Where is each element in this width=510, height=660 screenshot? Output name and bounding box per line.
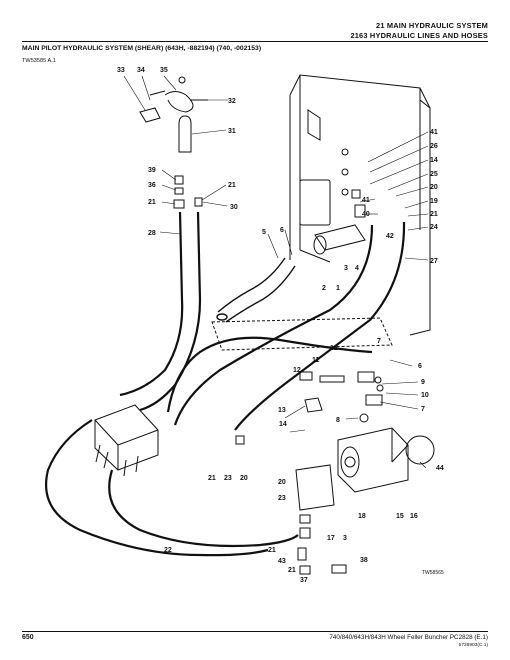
callout-23b: 23 xyxy=(278,495,286,502)
hose-loop xyxy=(44,336,373,557)
hose-27 xyxy=(173,221,406,431)
leader-lines xyxy=(123,75,429,469)
callout-2: 2 xyxy=(322,285,326,292)
callout-21c: 21 xyxy=(430,211,438,218)
callout-13: 13 xyxy=(278,407,286,414)
frame-bracket xyxy=(289,74,431,336)
callout-37: 37 xyxy=(300,577,308,584)
callout-42: 42 xyxy=(386,233,394,240)
callout-4: 4 xyxy=(355,265,359,272)
callout-21d: 21 xyxy=(208,475,216,482)
header-rule xyxy=(22,41,488,42)
callout-20a: 20 xyxy=(430,184,438,191)
section-header: 21 MAIN HYDRAULIC SYSTEM xyxy=(376,21,488,30)
callout-25: 25 xyxy=(430,171,438,178)
callout-41a: 41 xyxy=(430,129,438,136)
callout-36: 36 xyxy=(148,182,156,189)
document-code: 5726903(C.1) xyxy=(458,643,488,648)
callout-1: 1 xyxy=(336,285,340,292)
callout-14a: 14 xyxy=(430,157,438,164)
callout-8: 8 xyxy=(336,417,340,424)
callout-31: 31 xyxy=(228,128,236,135)
page-number: 650 xyxy=(22,634,34,641)
callout-6a: 6 xyxy=(280,227,284,234)
callout-20b: 20 xyxy=(240,475,248,482)
callout-7a: 7 xyxy=(377,338,381,345)
callout-39: 39 xyxy=(148,167,156,174)
callout-38: 38 xyxy=(360,557,368,564)
hose-22 xyxy=(108,469,299,548)
callout-40: 40 xyxy=(362,211,370,218)
callout-20c: 20 xyxy=(278,479,286,486)
callout-5: 5 xyxy=(262,229,266,236)
callout-15: 15 xyxy=(396,513,404,520)
callout-16: 16 xyxy=(410,513,418,520)
left-fittings xyxy=(173,175,203,209)
callout-33: 33 xyxy=(117,67,125,74)
callout-14b: 14 xyxy=(279,421,287,428)
callout-6b: 6 xyxy=(418,363,422,370)
callout-21a: 21 xyxy=(148,199,156,206)
hose-5 xyxy=(216,257,296,323)
callout-numbers: 33 34 35 32 31 39 36 21 28 21 30 5 6 2 1… xyxy=(117,67,444,584)
callout-35: 35 xyxy=(160,67,168,74)
callout-28: 28 xyxy=(148,230,156,237)
callout-44: 44 xyxy=(436,465,444,472)
callout-18: 18 xyxy=(358,513,366,520)
callout-22: 22 xyxy=(164,547,172,554)
callout-12a: 12 xyxy=(330,345,338,352)
bolt-clamp-assembly xyxy=(139,76,208,123)
callout-17: 17 xyxy=(327,535,335,542)
illustration-reference: TW58565 xyxy=(422,570,444,576)
center-fittings xyxy=(299,371,384,423)
callout-32: 32 xyxy=(228,98,236,105)
control-valve xyxy=(94,404,159,477)
group-header: 2163 HYDRAULIC LINES AND HOSES xyxy=(350,31,488,40)
callout-24: 24 xyxy=(430,224,438,231)
callout-34: 34 xyxy=(137,67,145,74)
callout-19: 19 xyxy=(430,198,438,205)
callout-43: 43 xyxy=(278,558,286,565)
lower-fittings xyxy=(235,435,347,575)
callout-21f: 21 xyxy=(288,567,296,574)
callout-23a: 23 xyxy=(224,475,232,482)
footer-rule xyxy=(22,631,488,632)
callout-7b: 7 xyxy=(421,406,425,413)
figure-title: MAIN PILOT HYDRAULIC SYSTEM (SHEAR) (643… xyxy=(22,45,262,52)
hose-28 xyxy=(119,211,202,412)
manual-title: 740/840/643H/843H Wheel Feller Buncher P… xyxy=(329,634,488,641)
mounting-plate xyxy=(211,317,393,351)
callout-3a: 3 xyxy=(344,265,348,272)
callout-3b: 3 xyxy=(343,535,347,542)
callout-10: 10 xyxy=(421,392,429,399)
callout-21b: 21 xyxy=(228,182,236,189)
callout-26: 26 xyxy=(430,143,438,150)
callout-41b: 41 xyxy=(362,197,370,204)
callout-27: 27 xyxy=(430,258,438,265)
callout-30: 30 xyxy=(230,204,238,211)
pump xyxy=(337,427,435,493)
figure-reference: TW53585 A.1 xyxy=(22,58,56,64)
callout-21e: 21 xyxy=(268,547,276,554)
callout-9: 9 xyxy=(421,379,425,386)
tube-31 xyxy=(178,115,192,153)
callout-12b: 12 xyxy=(293,367,301,374)
fitting-assembly xyxy=(313,189,366,255)
callout-11: 11 xyxy=(312,357,320,364)
